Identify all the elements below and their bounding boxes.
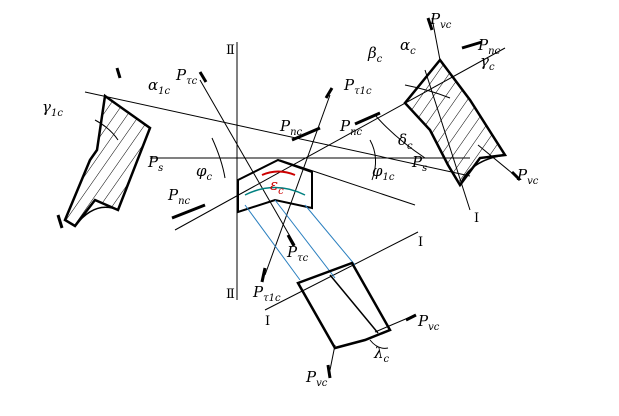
- label-pvc-top: Pvc: [429, 10, 452, 31]
- bottom-tool-section: [296, 261, 392, 350]
- label-pt1c-bottom: Pτ1c: [252, 283, 281, 304]
- proj-line-2: [274, 199, 336, 279]
- pvc-bottom-right-arrow: [405, 313, 417, 322]
- pnc-left-arrow: [171, 203, 206, 220]
- label-section-ii-bottom: Ⅱ: [226, 287, 235, 302]
- label-phi-1c: φ1c: [372, 162, 395, 183]
- label-section-ii-top: Ⅱ: [226, 43, 235, 58]
- lambda-c-arc: [369, 339, 389, 349]
- label-gamma-1c: γ1c: [42, 98, 63, 119]
- ptau1-line: [264, 94, 331, 276]
- ptc-top-arrow: [198, 71, 208, 83]
- label-epsilon-c: εc: [270, 176, 284, 197]
- label-pvc-right: Pvc: [516, 166, 539, 187]
- label-delta-c: δc: [398, 131, 413, 152]
- bottom-tool-inner: [329, 274, 379, 334]
- label-pvc-bottom: Pvc: [305, 368, 328, 389]
- phi-1c-arc: [369, 139, 376, 181]
- label-pnc-left: Pnc: [167, 186, 191, 207]
- label-pnc-right: Pnc: [339, 117, 363, 138]
- epsilon-arc: [261, 170, 296, 176]
- pvc-bottom-left-arrow: [326, 364, 332, 379]
- label-ptc-bottom: Pτc: [286, 243, 309, 264]
- force-arrows: [56, 17, 522, 379]
- pvc-right-arrow: [510, 170, 522, 182]
- label-ps-right: Ps: [411, 153, 427, 174]
- pnc-top-arrow: [461, 40, 483, 50]
- left-tool-section: [63, 93, 152, 228]
- proj-line-1: [244, 204, 301, 281]
- label-beta-c: βc: [367, 44, 383, 65]
- pt1c-bottom-arrow: [260, 267, 267, 283]
- gamma-1c-arc: [94, 119, 119, 141]
- ptau-line: [199, 79, 296, 246]
- labels: Pvc Pnc Pvc Pvc Pvc Pτc Pτ1c Pτc Pτ1c Pn…: [42, 10, 539, 389]
- pnc-center-arrow: [291, 126, 321, 142]
- right-tool-arc: [459, 154, 506, 186]
- left-top-arrow: [115, 67, 122, 79]
- pnc-right-arrow: [354, 111, 381, 126]
- center-tool-section: [237, 158, 313, 214]
- label-phi-c: φc: [196, 162, 213, 183]
- label-ps-left: Ps: [147, 153, 163, 174]
- pt1c-top-arrow: [324, 87, 334, 99]
- center-tool-body: [237, 158, 313, 214]
- label-section-i-mid: Ⅰ: [418, 235, 423, 250]
- label-gamma-c: γc: [480, 52, 495, 73]
- label-pnc-top: Pnc: [477, 36, 501, 57]
- projection-lines: [244, 199, 356, 281]
- angle-arcs: [94, 84, 451, 349]
- ptc-bottom-arrow: [286, 234, 296, 247]
- delta-c-arc: [374, 114, 426, 159]
- label-section-i-bottom: Ⅰ: [265, 314, 270, 329]
- label-lambda-c: λc: [373, 344, 390, 365]
- label-ptc-top: Pτc: [175, 66, 198, 87]
- diagonal-a: [84, 91, 471, 177]
- diagonal-b: [279, 159, 416, 206]
- left-tool-arc: [74, 206, 119, 227]
- pvc-top-line: [431, 17, 441, 61]
- pvc-bottom-left-line: [329, 344, 336, 371]
- phi-c-arc: [211, 137, 226, 179]
- label-pvc-bottom-right: Pvc: [417, 312, 440, 333]
- section-i-bottom-line: [264, 231, 419, 311]
- proj-line-3: [304, 204, 356, 266]
- beta-c-arc: [404, 84, 451, 99]
- bottom-tool-body: [296, 261, 392, 350]
- pvc-top-arrow: [426, 17, 434, 31]
- left-tool-body: [63, 93, 152, 228]
- label-pt1c-top: Pτ1c: [343, 76, 372, 97]
- label-pnc-center: Pnc: [279, 117, 303, 138]
- label-alpha-1c: α1c: [148, 76, 171, 97]
- center-tool-teal-arc: [244, 186, 306, 196]
- left-bottom-arrow: [56, 214, 64, 229]
- label-section-i-right: Ⅰ: [474, 211, 479, 226]
- label-alpha-c: αc: [400, 36, 416, 57]
